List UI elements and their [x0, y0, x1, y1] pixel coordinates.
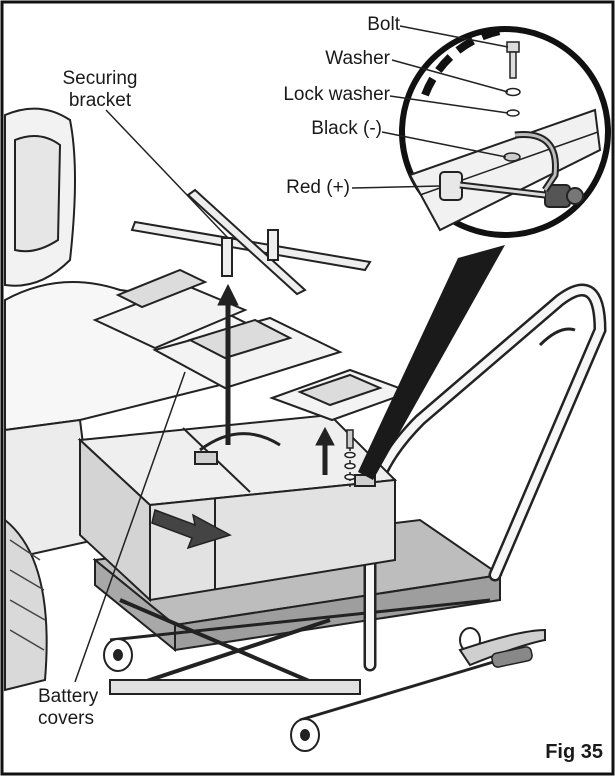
battery-covers-parts	[92, 268, 413, 422]
bolt-label: Bolt	[367, 14, 400, 35]
leader-lines	[74, 25, 509, 683]
mower-seat	[4, 107, 76, 287]
figure-number: Fig 35	[545, 741, 603, 763]
insert-direction-arrow	[151, 508, 232, 550]
batteries	[77, 413, 398, 603]
securing-bracket-label-line2: bracket	[68, 90, 132, 111]
cart-casters	[103, 627, 481, 752]
lift-arrows	[217, 283, 335, 475]
battery-covers-label-line1: Battery	[38, 686, 99, 707]
lock-washer-label: Lock washer	[283, 84, 390, 105]
red-positive-label: Red (+)	[286, 177, 350, 198]
washer-label: Washer	[325, 48, 390, 69]
callout-pointer	[358, 245, 505, 480]
terminal-hardware	[344, 429, 356, 490]
securing-bracket-label: Securing bracket	[40, 68, 160, 112]
securing-bracket-part	[130, 188, 372, 296]
detail-magnifier	[399, 26, 611, 238]
black-negative-label: Black (-)	[311, 118, 382, 139]
securing-bracket-label-line1: Securing	[62, 68, 138, 89]
battery-covers-label-line2: covers	[38, 708, 94, 729]
mower-tire	[4, 517, 48, 692]
battery-covers-label: Battery covers	[38, 686, 138, 730]
